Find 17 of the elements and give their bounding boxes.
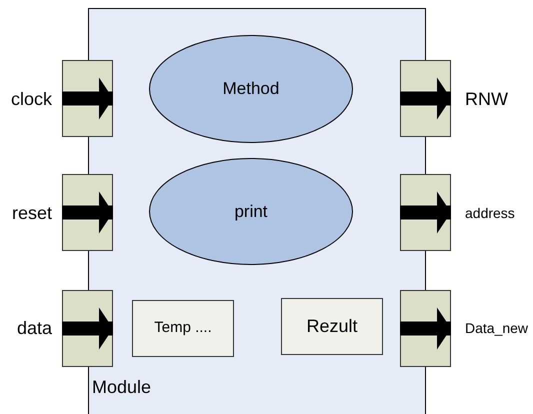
block-arrow	[62, 308, 113, 350]
ellipse-node: print	[149, 158, 353, 265]
process-box: Rezult	[281, 298, 383, 355]
block-arrow	[400, 78, 451, 120]
module-label: Module	[92, 378, 152, 396]
signal-label: Data_new	[451, 315, 528, 341]
process-box: Temp ....	[132, 300, 234, 357]
ellipse-node: Method	[149, 35, 353, 143]
signal-label: address	[451, 200, 515, 226]
signal-label: clock	[10, 86, 62, 112]
signal-label: data	[16, 315, 62, 341]
block-arrow	[62, 192, 113, 234]
block-arrow	[400, 192, 451, 234]
signal-label: RNW	[451, 86, 508, 112]
signal-label: reset	[12, 200, 62, 226]
block-arrow	[62, 78, 113, 120]
block-arrow	[400, 308, 451, 350]
